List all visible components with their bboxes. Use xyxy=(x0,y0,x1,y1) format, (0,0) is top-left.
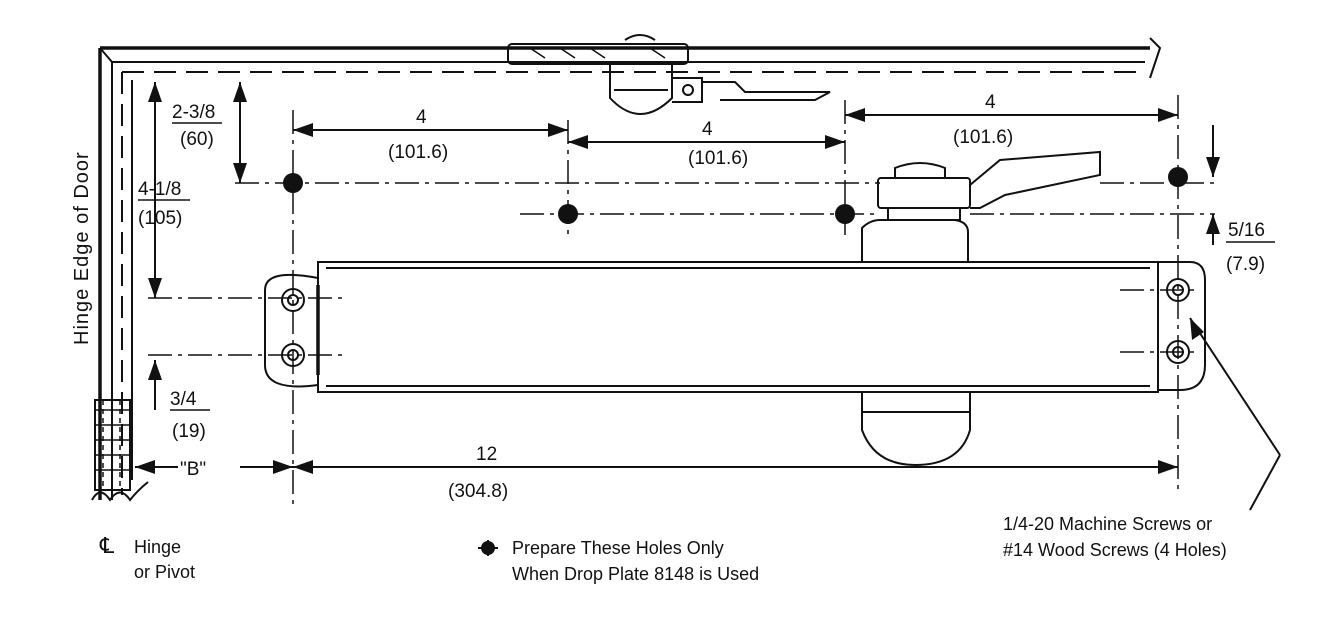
dim-4-b: 4 xyxy=(702,119,713,140)
dim-5-16: 5/16 xyxy=(1228,220,1265,241)
dim-101-6-a: (101.6) xyxy=(388,142,448,163)
dim-4-1-8: 4-1/8 xyxy=(138,179,181,200)
dim-12: 12 xyxy=(476,444,497,465)
dim-101-6-c: (101.6) xyxy=(953,127,1013,148)
screws-note-line2: #14 Wood Screws (4 Holes) xyxy=(1003,540,1227,560)
dim-101-6-b: (101.6) xyxy=(688,148,748,169)
dim-b: "B" xyxy=(180,459,206,480)
dim-19: (19) xyxy=(172,421,206,442)
dimension-lines xyxy=(135,82,1281,511)
centerlines xyxy=(148,95,1215,510)
dim-105: (105) xyxy=(138,208,182,229)
closer-body xyxy=(264,219,1206,467)
dim-2-3-8: 2-3/8 xyxy=(172,102,215,123)
screws-note-line1: 1/4-20 Machine Screws or xyxy=(1003,514,1212,534)
dimension-labels: Hinge Edge of Door 2-3/8 (60) 4-1/8 (105… xyxy=(71,92,1275,502)
hinge-note-line1: Hinge xyxy=(134,537,181,557)
hole-1 xyxy=(283,173,303,193)
dim-304-8: (304.8) xyxy=(448,481,508,502)
dim-7-9: (7.9) xyxy=(1226,254,1265,275)
drop-plate-holes xyxy=(283,167,1188,224)
hinge-edge-label: Hinge Edge of Door xyxy=(71,151,93,345)
dim-4-a: 4 xyxy=(416,107,427,128)
closer-arm xyxy=(877,150,1101,221)
hole-2 xyxy=(558,204,578,224)
dim-3-4: 3/4 xyxy=(170,389,197,410)
dim-60: (60) xyxy=(180,129,214,150)
holes-note-line1: Prepare These Holes Only xyxy=(512,538,724,558)
notes: ℄ Hinge or Pivot Prepare These Holes Onl… xyxy=(99,514,1227,584)
hinge-knuckle xyxy=(94,399,131,491)
hinge-note-line2: or Pivot xyxy=(134,562,195,582)
hole-3 xyxy=(835,204,855,224)
frame-bracket xyxy=(507,34,831,115)
hole-4 xyxy=(1168,167,1188,187)
holes-note-line2: When Drop Plate 8148 is Used xyxy=(512,564,759,584)
dim-4-c: 4 xyxy=(985,92,996,113)
centerline-symbol: ℄ xyxy=(99,533,115,558)
